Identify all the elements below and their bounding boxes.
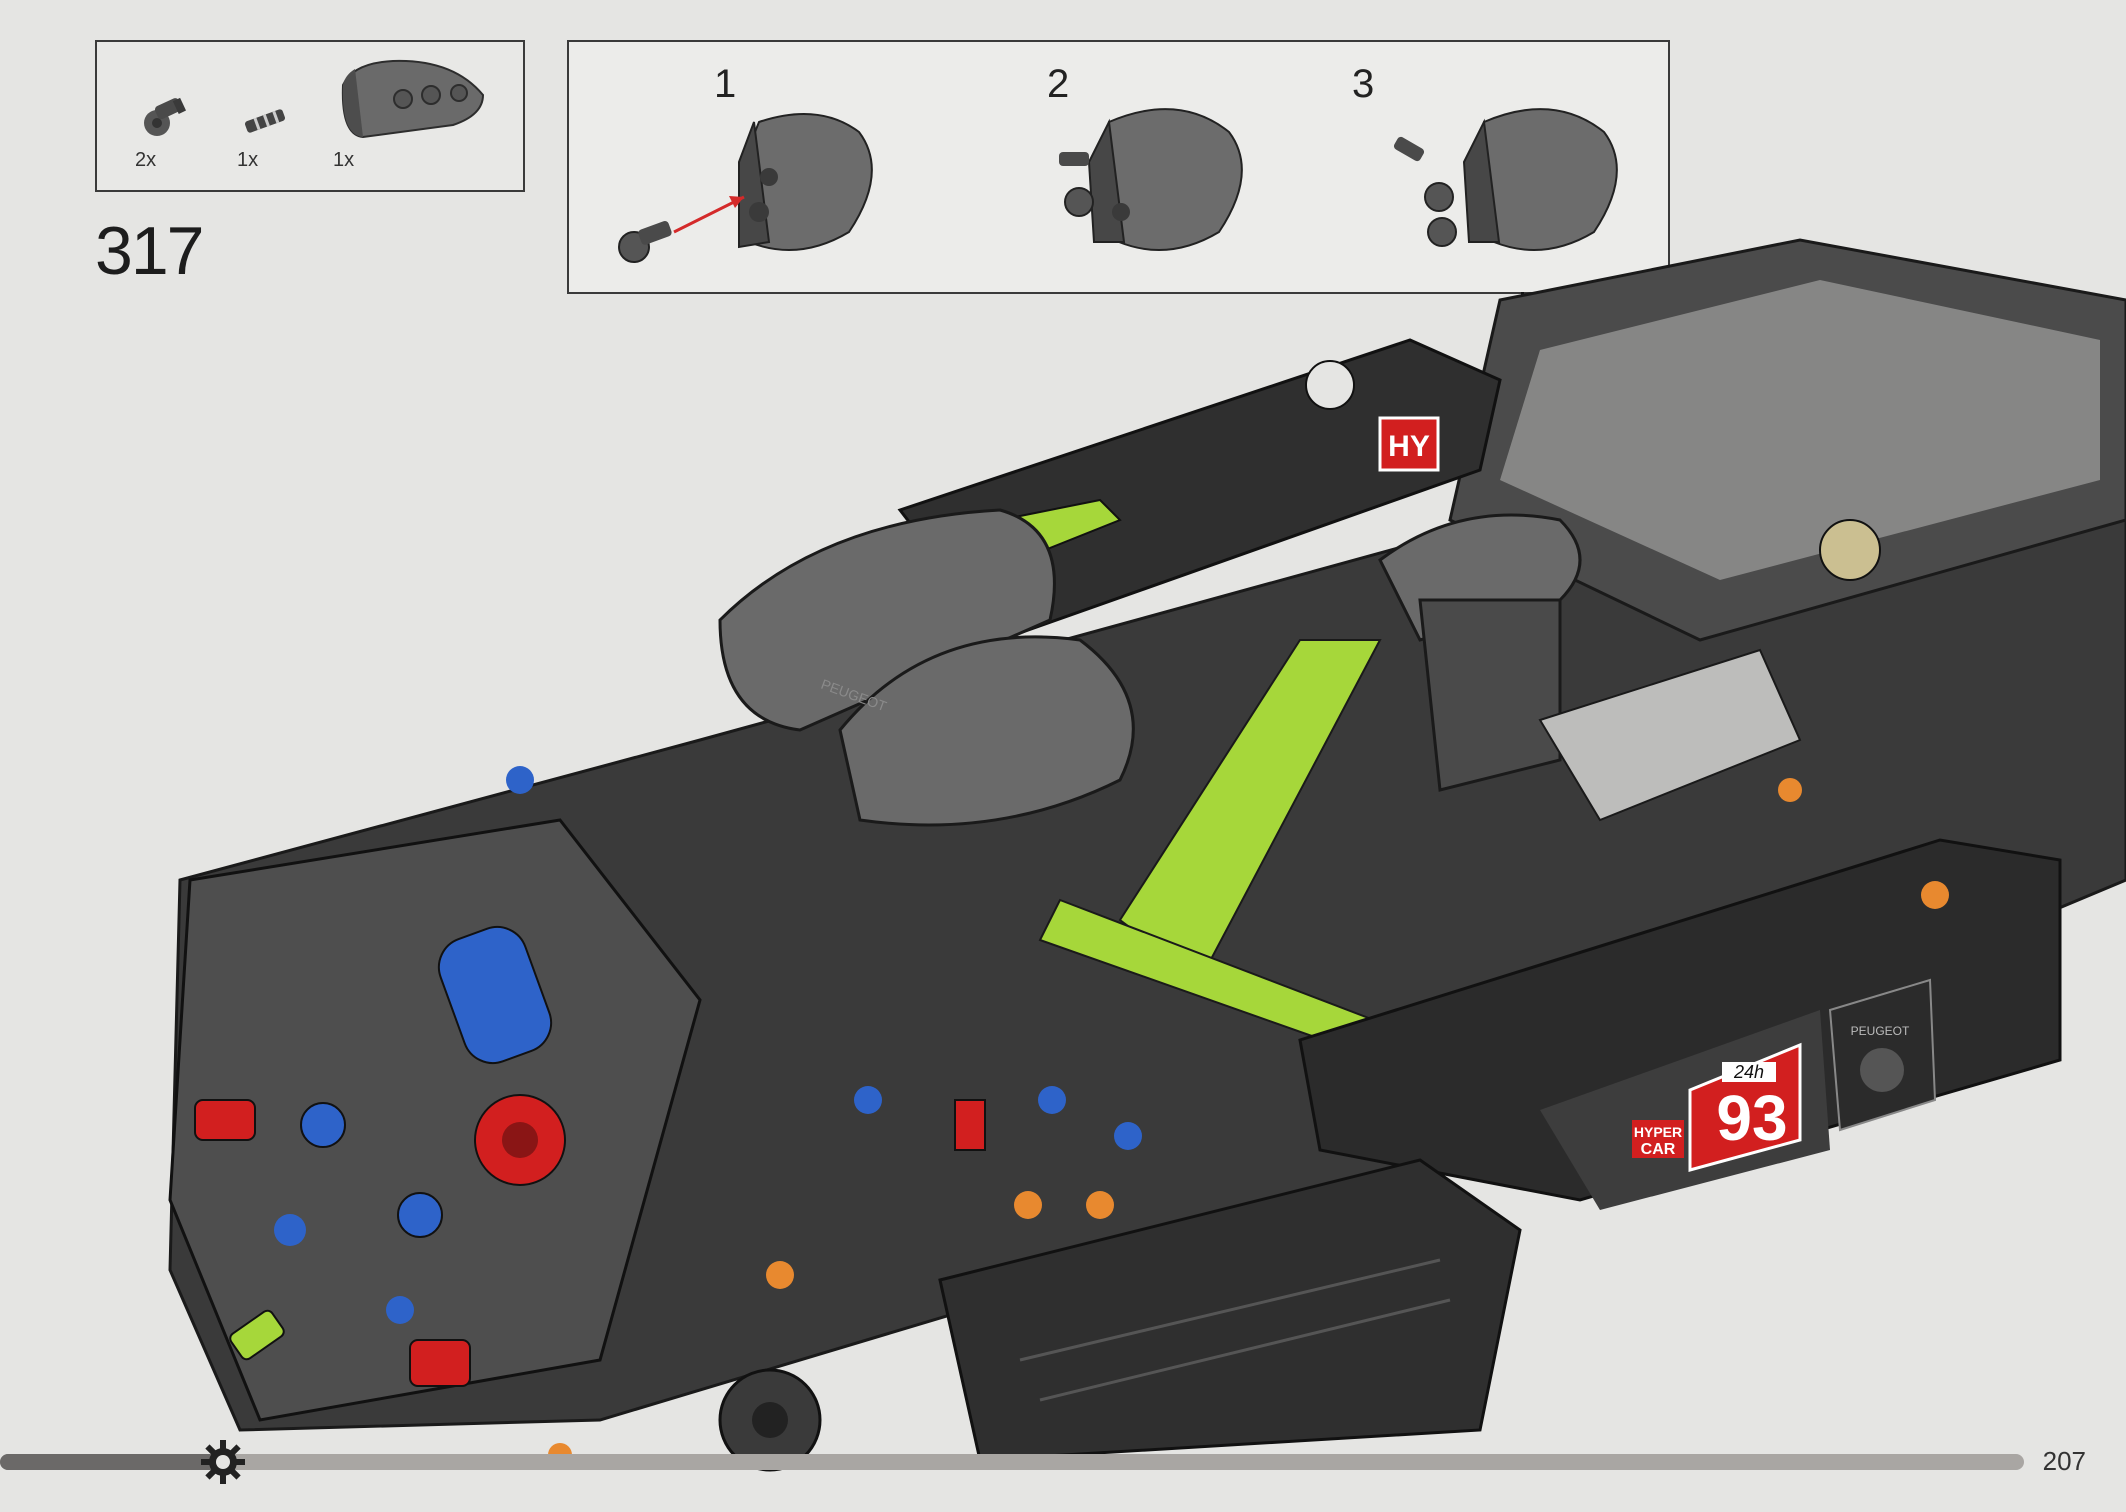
- axle-connector-icon: [244, 109, 286, 133]
- substep-number: 3: [1352, 62, 1375, 106]
- curved-panel-icon: [341, 59, 485, 139]
- progress-gear-icon: [201, 1440, 245, 1484]
- hy-decal: [1378, 416, 1440, 472]
- hypercar-decal: [1632, 1120, 1684, 1158]
- le-mans-decal: [1722, 1062, 1776, 1082]
- part-qty: 1x: [333, 149, 355, 171]
- substep-number: 1: [714, 62, 737, 106]
- lion-emblem-icon: [1860, 1048, 1904, 1092]
- substep-3-illustration: [1393, 108, 1618, 251]
- substep-1-illustration: [618, 113, 873, 263]
- race-number: 93: [1716, 1082, 1787, 1154]
- progress-fill: [0, 1454, 223, 1470]
- le-mans-text: 24h: [1733, 1062, 1764, 1082]
- substep-2-illustration: [1059, 108, 1243, 251]
- parts-list-box: 2x 1x 1x: [95, 40, 525, 192]
- blue-shock-spring: [437, 925, 553, 1065]
- part-item: 2x: [135, 85, 195, 172]
- subassembly-callout-box: 1 2 3: [567, 40, 1670, 294]
- part-item: 1x: [333, 55, 493, 172]
- peugeot-badge-text: PEUGEOT: [1851, 1024, 1910, 1038]
- progress-track: [0, 1454, 2024, 1470]
- hypercar-text-top: HYPER: [1634, 1124, 1682, 1140]
- part-item: 1x: [237, 85, 297, 172]
- axle-pin-with-bush-icon: [144, 97, 187, 136]
- part-qty: 1x: [237, 149, 259, 171]
- page-number: 207: [2042, 1446, 2086, 1476]
- hypercar-text-bottom: CAR: [1641, 1141, 1676, 1158]
- step-number: 317: [95, 213, 204, 289]
- substep-number: 2: [1047, 62, 1070, 106]
- hy-decal-text: HY: [1388, 430, 1430, 463]
- part-qty: 2x: [135, 149, 157, 171]
